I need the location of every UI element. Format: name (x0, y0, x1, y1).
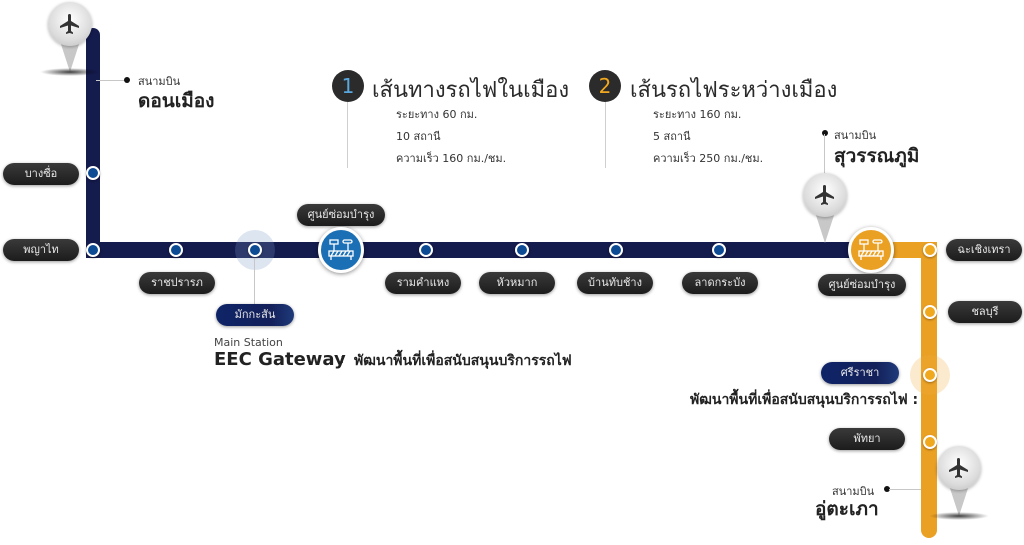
airport-pin-don-mueang[interactable] (40, 2, 100, 76)
airplane-icon (60, 14, 79, 34)
route-1-distance: ระยะทาง 60 กม. (396, 108, 478, 121)
depot-label-intercity[interactable]: ศูนย์ซ่อมบำรุง (818, 274, 906, 296)
don-mueang-leader-line (96, 80, 126, 81)
station-label-ramkhamhaeng[interactable]: รามคำแหง (385, 272, 461, 294)
station-dot-si-racha[interactable] (923, 368, 937, 382)
route-1-number: 1 (341, 74, 355, 98)
si-racha-note: พัฒนาพื้นที่เพื่อสนับสนุนบริการรถไฟ : (690, 392, 919, 408)
route-2-speed: ความเร็ว 250 กม./ชม. (653, 152, 764, 165)
route-1-divider (347, 102, 348, 168)
airplane-icon (949, 458, 968, 478)
maintenance-depot-icon (328, 239, 354, 260)
station-label-makkasan[interactable]: มักกะสัน (216, 304, 294, 326)
airport-pin-u-tapao[interactable] (929, 446, 989, 520)
route-2-badge: 2 (589, 70, 621, 102)
depot-intercity[interactable] (848, 227, 894, 273)
main-station-caption: Main Station (214, 336, 283, 349)
route-2-distance: ระยะทาง 160 กม. (653, 108, 742, 121)
route-2-number: 2 (598, 74, 612, 98)
u-tapao-bullet (884, 486, 890, 492)
main-station-description: พัฒนาพื้นที่เพื่อสนับสนุนบริการรถไฟ (354, 353, 572, 369)
station-label-pattaya[interactable]: พัทยา (829, 428, 905, 450)
suvarnabhumi-bullet (822, 130, 828, 136)
depot-label-city[interactable]: ศูนย์ซ่อมบำรุง (297, 204, 385, 226)
route-2-title: เส้นรถไฟระหว่างเมือง (630, 78, 838, 103)
suvarnabhumi-label-small: สนามบิน (834, 129, 877, 142)
don-mueang-bullet (124, 77, 130, 83)
main-station-separator: : (340, 352, 345, 367)
suvarnabhumi-label: สุวรรณภูมิ (834, 145, 920, 167)
station-label-si-racha[interactable]: ศรีราชา (821, 362, 899, 384)
suvarnabhumi-leader-line (824, 134, 825, 176)
route-2-divider (605, 102, 606, 168)
airport-pin-suvarnabhumi[interactable] (803, 173, 847, 243)
station-label-phaya-thai[interactable]: พญาไท (3, 239, 79, 261)
route-1-info: ระยะทาง 60 กม. 10 สถานี ความเร็ว 160 กม.… (396, 104, 506, 170)
don-mueang-label-small: สนามบิน (138, 75, 181, 88)
station-dot-hua-mak[interactable] (515, 243, 529, 257)
airplane-icon (815, 185, 834, 205)
route-2-stations: 5 สถานี (653, 130, 691, 143)
station-dot-pattaya[interactable] (923, 435, 937, 449)
station-dot-phaya-thai[interactable] (86, 243, 100, 257)
station-dot-chonburi[interactable] (923, 305, 937, 319)
u-tapao-leader-line (889, 489, 921, 490)
station-label-ban-thap-chang[interactable]: บ้านทับช้าง (577, 272, 653, 294)
depot-city[interactable] (318, 227, 364, 273)
station-dot-chachoengsao[interactable] (923, 243, 937, 257)
station-label-bang-sue[interactable]: บางซื่อ (3, 163, 79, 185)
station-label-lat-krabang[interactable]: ลาดกระบัง (682, 272, 758, 294)
station-label-chonburi[interactable]: ชลบุรี (948, 301, 1022, 323)
station-label-hua-mak[interactable]: หัวหมาก (479, 272, 555, 294)
maintenance-depot-icon (858, 239, 884, 260)
city-line-vertical (86, 28, 100, 258)
station-dot-makkasan[interactable] (248, 243, 262, 257)
u-tapao-label-small: สนามบิน (832, 485, 875, 498)
makkasan-leader-line (254, 258, 255, 304)
station-dot-ban-thap-chang[interactable] (609, 243, 623, 257)
station-label-ratchaprarop[interactable]: ราชปรารภ (139, 272, 215, 294)
station-dot-lat-krabang[interactable] (712, 243, 726, 257)
route-1-badge: 1 (332, 70, 364, 102)
don-mueang-label: ดอนเมือง (138, 90, 215, 112)
city-line-horizontal (86, 242, 868, 258)
route-1-title: เส้นทางรถไฟในเมือง (372, 78, 570, 103)
station-label-chachoengsao[interactable]: ฉะเชิงเทรา (946, 239, 1022, 261)
route-1-speed: ความเร็ว 160 กม./ชม. (396, 152, 507, 165)
station-dot-bang-sue[interactable] (86, 166, 100, 180)
main-station-name: EEC Gateway (214, 349, 346, 370)
station-dot-ramkhamhaeng[interactable] (419, 243, 433, 257)
station-dot-ratchaprarop[interactable] (169, 243, 183, 257)
u-tapao-label: อู่ตะเภา (815, 498, 879, 520)
route-2-info: ระยะทาง 160 กม. 5 สถานี ความเร็ว 250 กม.… (653, 104, 763, 170)
route-1-stations: 10 สถานี (396, 130, 441, 143)
